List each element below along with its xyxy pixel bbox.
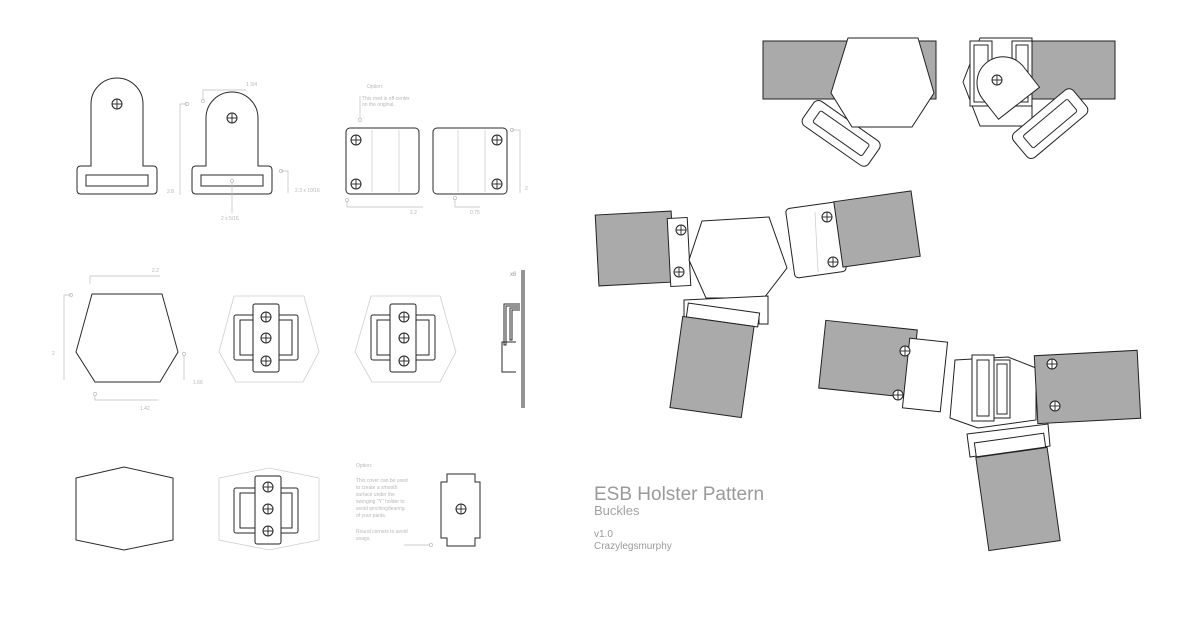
assembly-top-right (962, 37, 1116, 159)
dim-cover-width: 2.2 (410, 210, 417, 216)
pattern-version: v1.0 (594, 529, 613, 540)
hex-assembly-view-2 (354, 295, 457, 383)
pattern-author: Crazylegsmurphy (594, 541, 672, 552)
cover-note-line-1: This cover can be used (356, 478, 408, 484)
assembly-bottom-right (818, 319, 1142, 552)
cover-note-line-5: avoid pinching/tearing (356, 506, 405, 512)
cover-note-line-3: surface under the (356, 492, 395, 498)
cover-note-line-4: swinging "Y" holder to (356, 499, 405, 505)
rivet-note-line-1: This rivet is off-center (362, 96, 410, 102)
dim-lower-width: 2.3 x 10/16 (295, 188, 320, 194)
assembly-top-left (762, 37, 937, 167)
option-label-1: Option: (367, 84, 383, 90)
dim-hex-bottom: 1.42 (140, 406, 150, 412)
dim-hex-side: 1.66 (193, 380, 203, 386)
hex-assembly-view-3 (218, 467, 320, 551)
pattern-title: ESB Holster Pattern (594, 484, 764, 505)
dim-hex-height: 2 (52, 351, 55, 357)
dim-cover-gap: 0.75 (470, 210, 480, 216)
hex-assembly-view-1 (218, 295, 320, 383)
dim-multiplier: x6 (510, 272, 517, 278)
pattern-subtitle: Buckles (594, 503, 640, 518)
dim-hex-top: 2.2 (152, 268, 159, 274)
assembly-middle-right (785, 190, 921, 279)
cover-note-line-6: of your pants. (356, 513, 386, 519)
dim-overall-height: 2.8 (167, 189, 174, 195)
buckle-tab-piece (76, 77, 158, 195)
dim-slot-size: 2 x 5/16 (221, 216, 239, 222)
dim-cover-height: 2 (525, 186, 528, 192)
option-label-2: Option: (356, 463, 372, 469)
buckle-tab-piece-dimensioned (179, 89, 289, 213)
dim-top-width: 1 3/4 (246, 82, 257, 88)
side-profile-piece (501, 270, 525, 408)
round-cover-piece (440, 473, 481, 547)
assembly-middle-left (594, 210, 788, 419)
cover-note-line-2: to create a smooth (356, 485, 398, 491)
round-note-line-2: snags. (356, 536, 371, 542)
round-note-line-1: Round corners to avoid (356, 529, 408, 535)
cover-hexagon-piece (75, 466, 174, 551)
cover-piece-right (432, 127, 521, 208)
cover-piece-left (345, 96, 423, 208)
hexagon-piece (63, 275, 186, 401)
rivet-note-line-2: on the original. (362, 102, 395, 108)
